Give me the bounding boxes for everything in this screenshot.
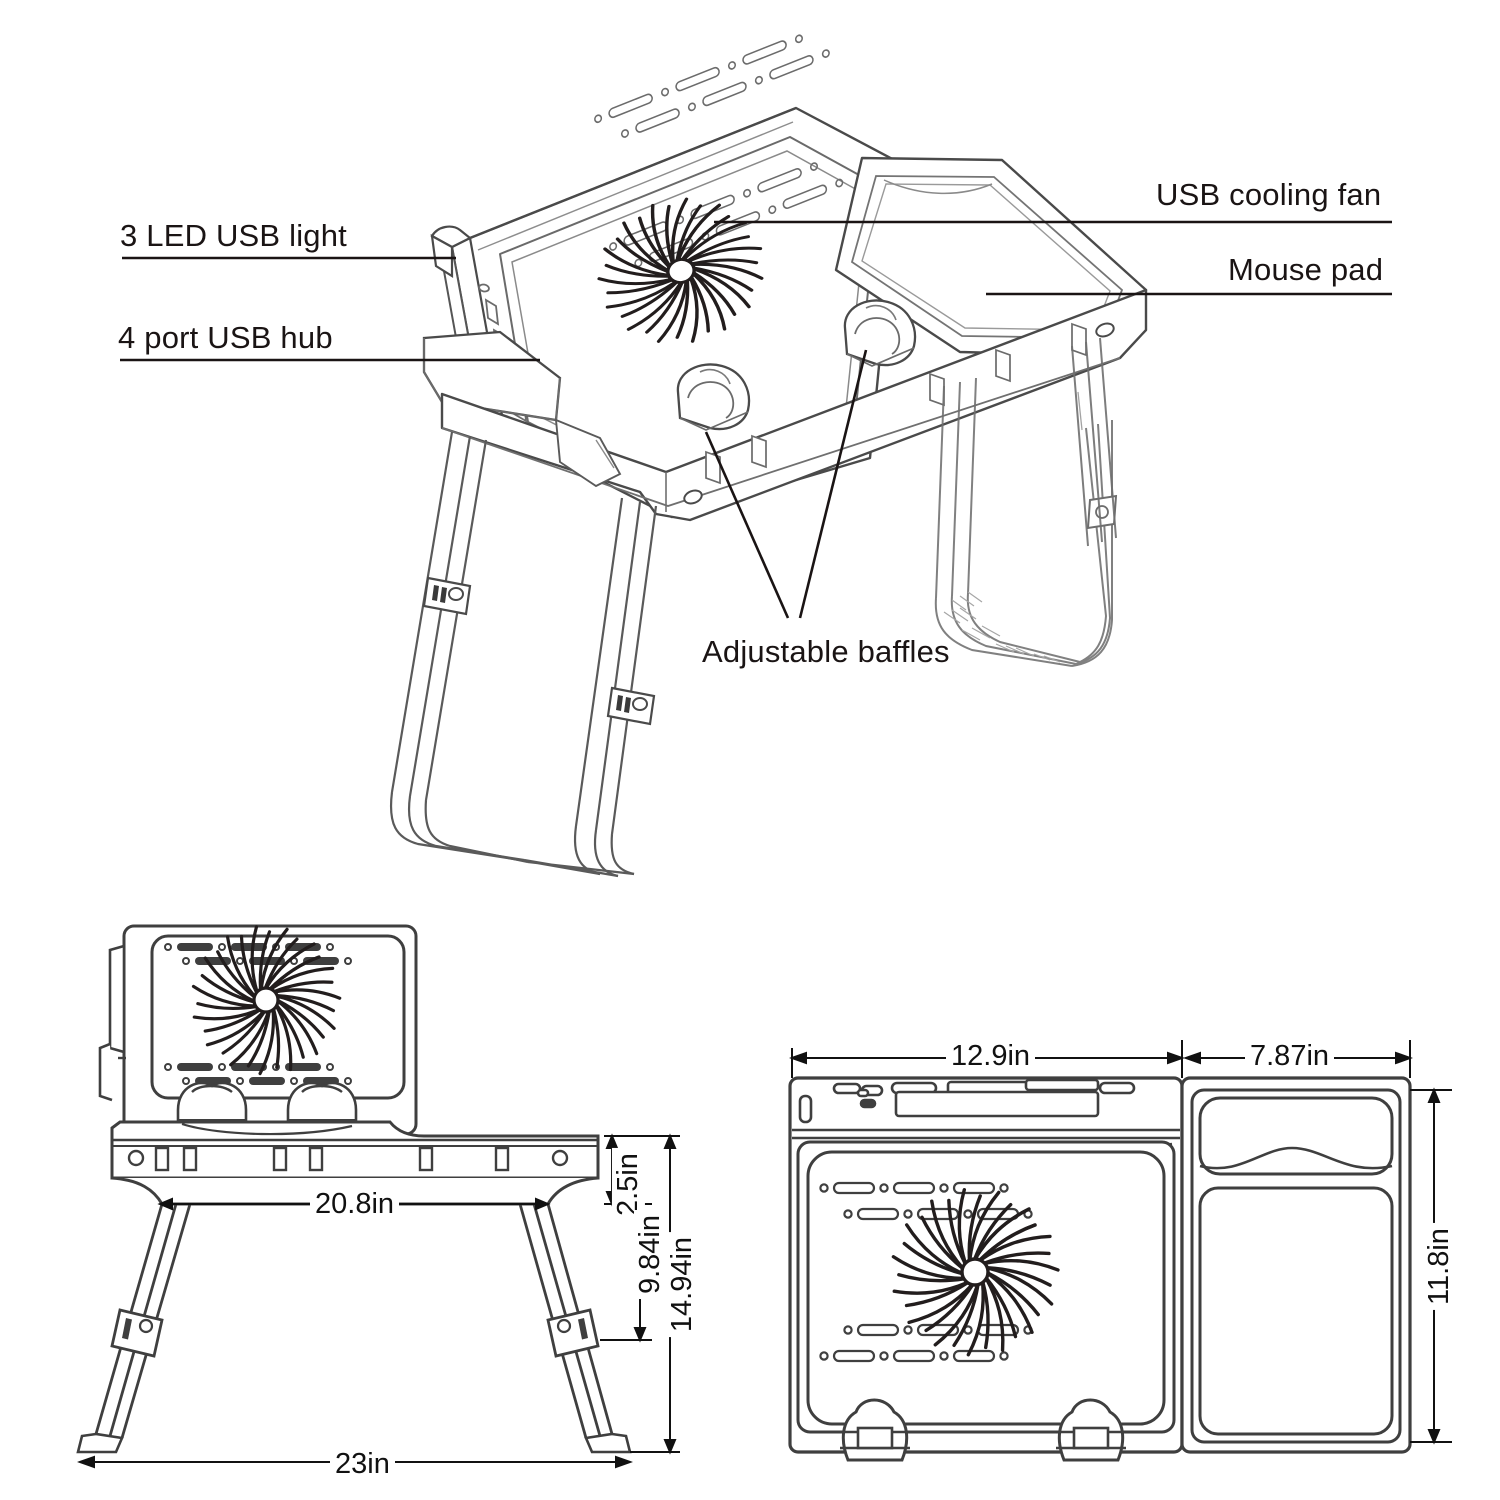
side-cooling-fan-icon [188,921,345,1079]
side-adjustable-baffles [176,1081,358,1128]
cooling-fan-icon [593,193,768,348]
dim-foot-span: 23in [330,1448,395,1481]
dim-desk-depth: 11.8in [1422,1223,1456,1310]
leader-baffle-b [798,349,868,619]
top-mouse-pad [1190,1088,1402,1444]
callout-mouse-pad: Mouse pad [1228,252,1384,287]
side-legs [76,1203,632,1454]
leg-front-right [1071,337,1117,547]
dim-tray-width: 20.8in [310,1188,400,1221]
callout-usb-hub: 4 port USB hub [118,320,333,355]
side-tray-ribs [127,1146,569,1172]
leg-rear-left [519,497,658,878]
callout-usb-cooling-fan: USB cooling fan [1156,177,1382,212]
desk-frame [422,288,1148,522]
dim-mousepad-width: 7.87in [1245,1040,1335,1073]
leader-baffle-a [704,431,790,619]
top-cooling-fan-icon [887,1183,1064,1360]
callout-led-usb-light: 3 LED USB light [120,218,347,253]
adjustable-baffle-rear [843,299,917,367]
callout-adjustable-baffles: Adjustable baffles [702,634,950,669]
side-base-tray [110,1120,600,1180]
top-adjustable-baffles [840,1398,1126,1462]
adjustable-baffle-front [676,363,751,431]
top-port-strip [798,1078,1136,1124]
leg-front-left [390,431,529,864]
led-light-strip [430,225,473,278]
dim-desk-width: 12.9in [946,1040,1036,1073]
